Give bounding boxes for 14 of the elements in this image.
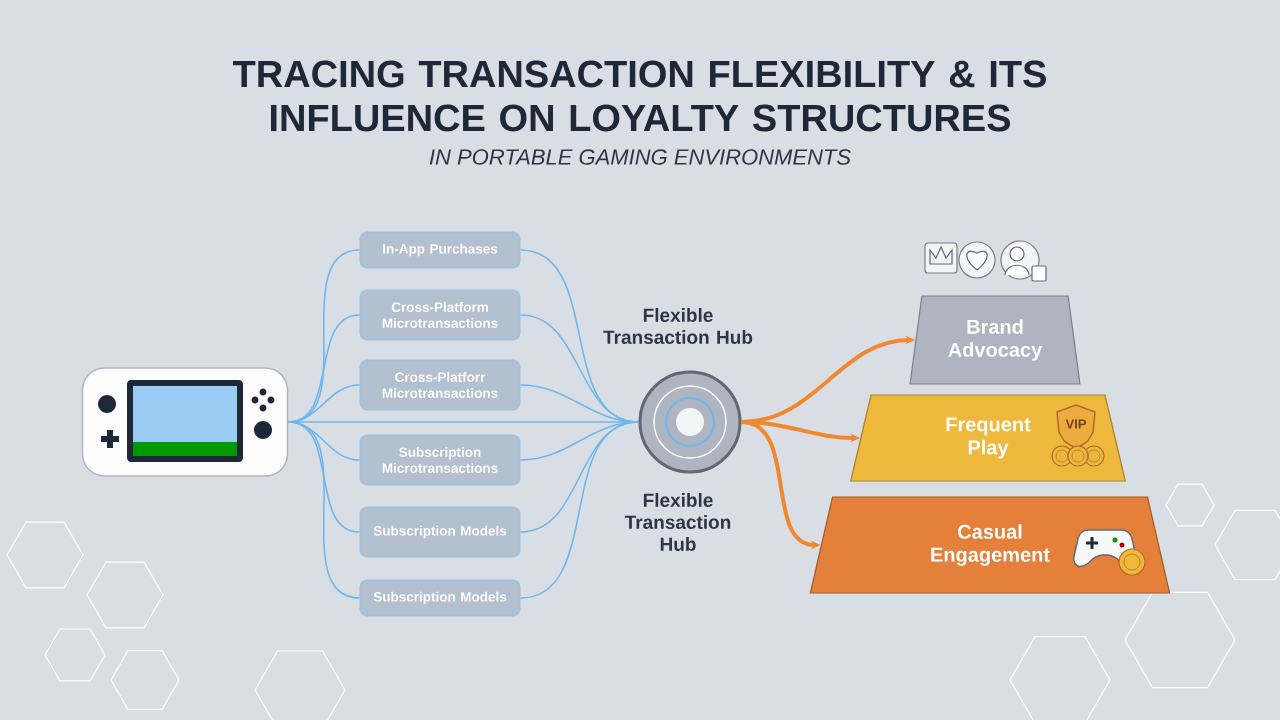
subtitle: IN PORTABLE GAMING ENVIRONMENTS: [429, 149, 851, 165]
connector: [519, 421, 640, 599]
category-box: Cross-Platform Microtransactions: [359, 289, 521, 341]
category-box: In-App Purchases: [359, 231, 521, 269]
category-box: Subscription Microtransactions: [359, 434, 521, 486]
category-box: Subscription Models: [359, 579, 521, 617]
category-box: Cross-Platforr Microtransactions: [359, 359, 521, 411]
game-console-drawing: [81, 367, 289, 477]
hub-label: Flexible Transaction Hub: [624, 493, 731, 551]
hub-label: Flexible Transaction Hub: [603, 308, 753, 344]
pyramid-tier: Brand Advocacy: [909, 295, 1081, 385]
hub-dial-drawing: [638, 370, 742, 474]
title: TRACING TRANSACTION FLEXIBILITY & ITS INFLUENCE ON LOYALTY STRUCTURES: [233, 60, 1046, 132]
category-box: Subscription Models: [359, 506, 521, 558]
